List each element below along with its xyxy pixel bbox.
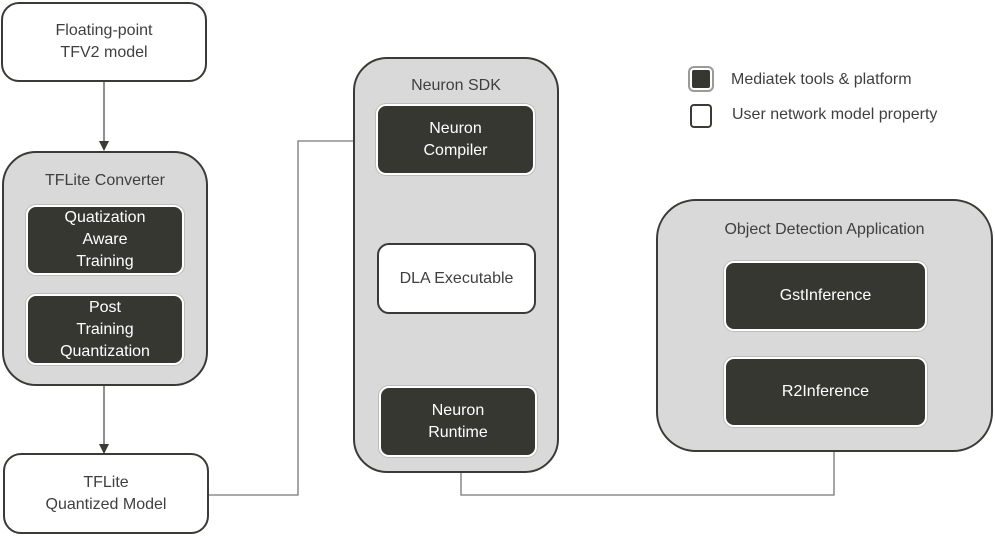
node-label: Training xyxy=(76,320,134,338)
container-title: Object Detection Application xyxy=(724,221,925,238)
legend-swatch-user xyxy=(690,104,712,128)
node-tflite-quantized-model: TFLite Quantized Model xyxy=(3,453,209,534)
node-post-training-quantization: Post Training Quantization xyxy=(26,294,184,365)
node-label: TFLite xyxy=(83,473,129,491)
node-label: Quantization xyxy=(60,342,150,360)
node-neuron-compiler: Neuron Compiler xyxy=(376,104,535,175)
node-label: DLA Executable xyxy=(399,269,514,287)
node-label: Runtime xyxy=(428,423,488,441)
node-dla-executable: DLA Executable xyxy=(377,243,536,314)
node-gstinference: GstInference xyxy=(724,261,927,331)
node-label: Post xyxy=(88,298,121,316)
legend-label-mediatek: Mediatek tools & platform xyxy=(731,71,912,88)
node-label: Floating-point xyxy=(55,22,153,39)
node-label: GstInference xyxy=(779,287,872,304)
node-label: Neuron xyxy=(429,119,482,137)
container-title: TFLite Converter xyxy=(44,172,166,189)
node-floating-point-model: Floating-point TFV2 model xyxy=(1,2,207,82)
node-label: Aware xyxy=(82,231,128,248)
node-label: Quantized Model xyxy=(45,495,167,513)
node-r2inference: R2Inference xyxy=(724,357,927,427)
node-label: TFV2 model xyxy=(60,44,148,61)
edge-quant-to-compiler xyxy=(208,136,376,496)
node-label: Training xyxy=(76,253,134,270)
node-label: Quatization xyxy=(64,209,146,226)
node-neuron-runtime: Neuron Runtime xyxy=(379,386,537,457)
node-label: Neuron xyxy=(431,401,485,419)
legend-label-user: User network model property xyxy=(732,106,938,123)
node-label: Compiler xyxy=(423,141,488,159)
node-quantization-aware-training: Quatization Aware Training xyxy=(26,205,184,275)
node-label: R2Inference xyxy=(781,383,870,400)
container-title: Neuron SDK xyxy=(411,77,501,94)
legend-swatch-mediatek xyxy=(690,68,712,90)
